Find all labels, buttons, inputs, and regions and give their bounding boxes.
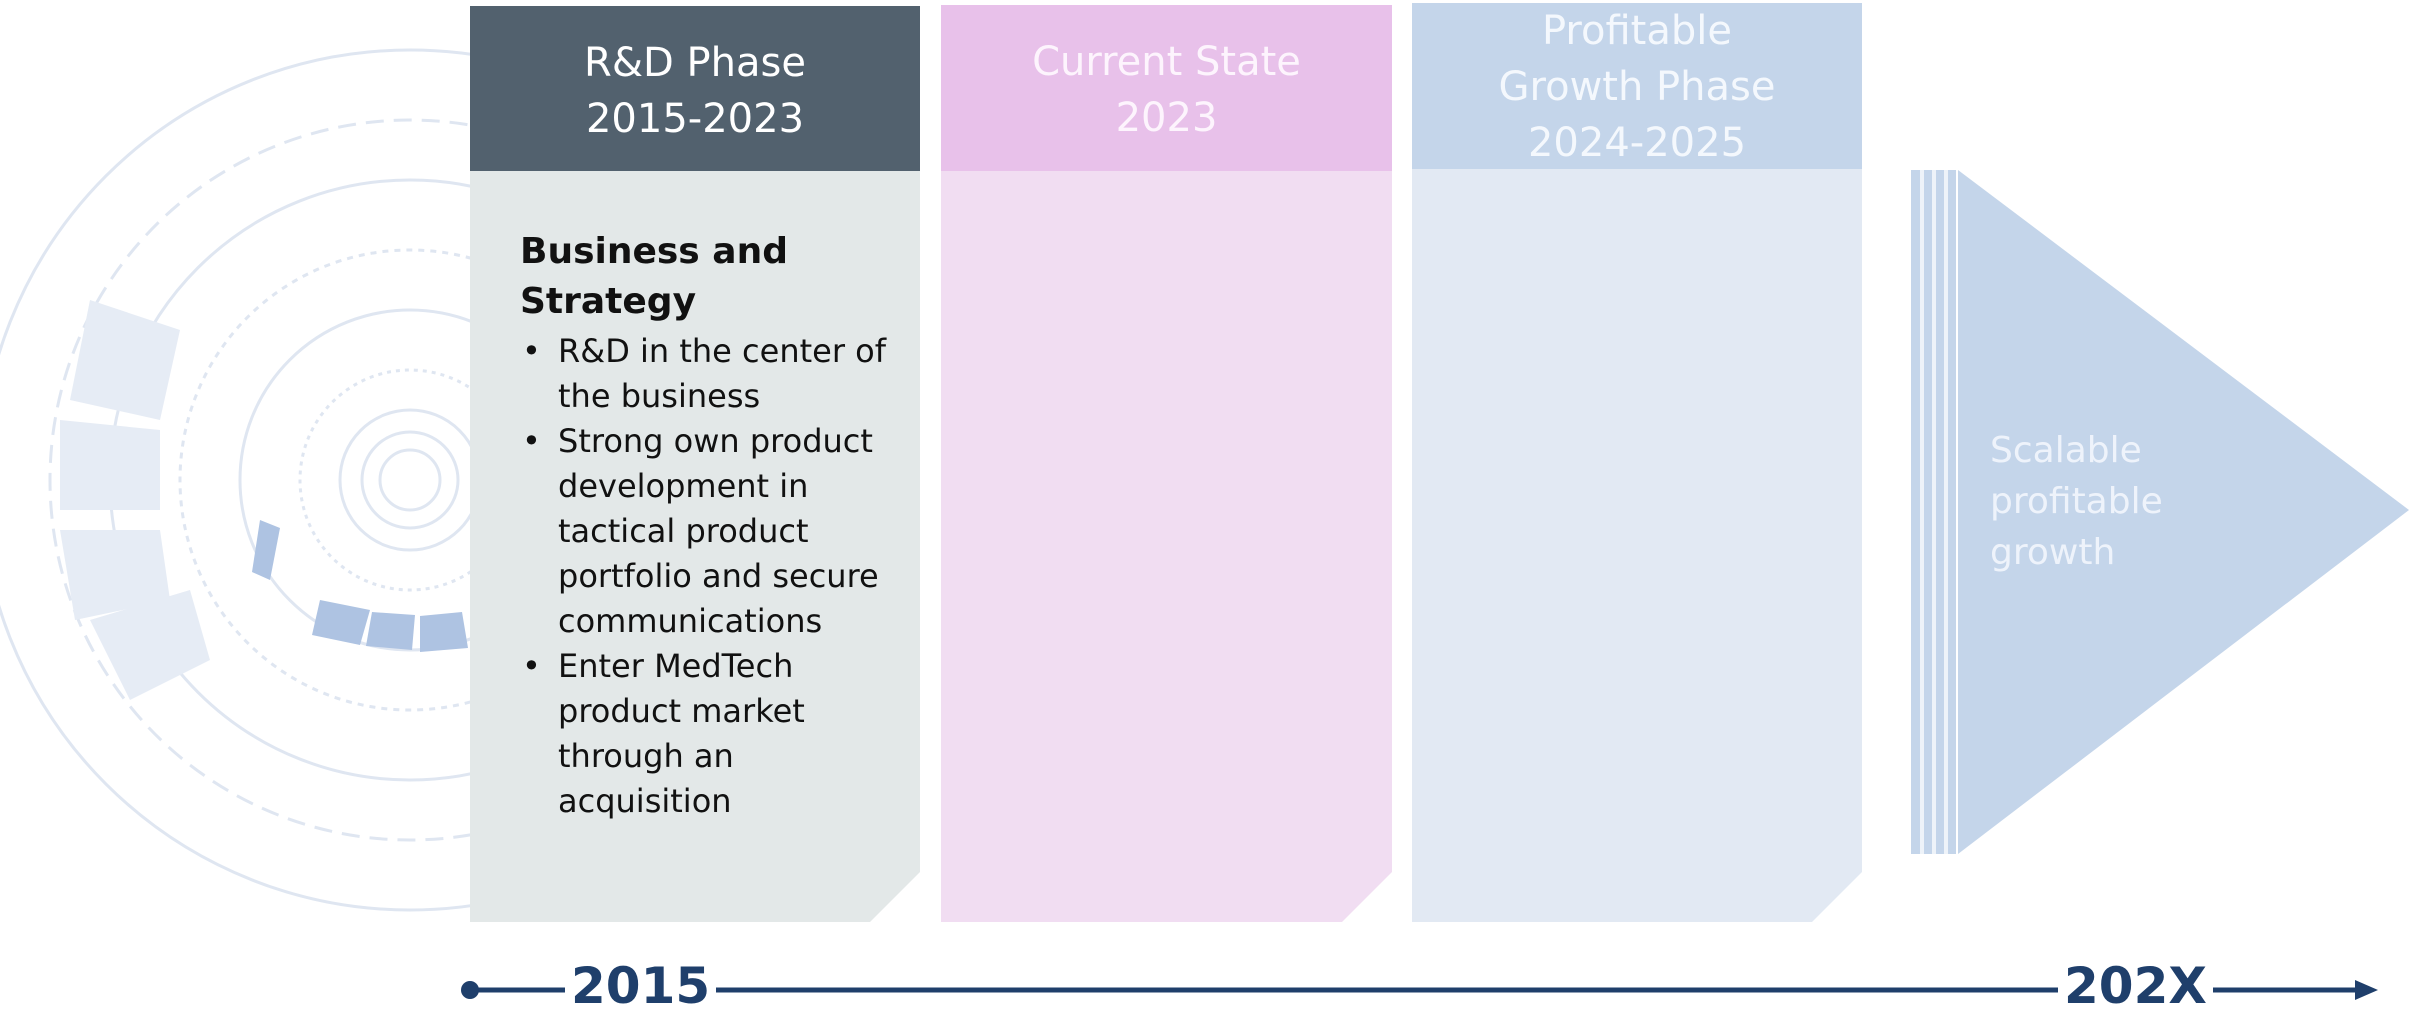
arrow-label-line-3: growth	[1990, 532, 2116, 573]
timeline-start-label: 2015	[565, 956, 717, 1016]
phase-profitable-growth-title-line-3: 2024-2025	[1527, 120, 1747, 166]
phase-rnd-title-line-2: 2015-2023	[585, 96, 805, 142]
phase-profitable-growth-title-line-2: Growth Phase	[1498, 64, 1776, 110]
phase-rnd-title-line-1: R&D Phase	[584, 40, 806, 86]
arrow-stripes	[1911, 170, 1956, 854]
bullet-list: • R&D in the center of the business • Stro…	[520, 329, 910, 824]
phase-rnd-body: Business and Strategy • R&D in the center…	[470, 171, 920, 922]
arrow-label: Scalable profitable growth	[1990, 425, 2163, 578]
phase-current-state-title-line-2: 2023	[1115, 95, 1218, 141]
phase-current-state-title-line-1: Current State	[1032, 39, 1301, 85]
bullet-item: • Enter MedTech product market through an…	[520, 644, 910, 824]
timeline-end-label: 202X	[2058, 956, 2213, 1016]
arrow-head	[1958, 170, 2409, 854]
timeline-start-dot	[461, 981, 479, 999]
arrow-label-line-2: profitable	[1990, 481, 2163, 522]
phase-profitable-growth-body	[1412, 169, 1862, 922]
phase-rnd-content: Business and Strategy • R&D in the center…	[520, 227, 910, 824]
phase-current-state-body	[941, 171, 1392, 922]
bullet-item: • R&D in the center of the business	[520, 329, 910, 419]
timeline-arrowhead	[2355, 980, 2378, 1000]
phase-current-state-header: Current State 2023	[941, 5, 1392, 175]
bullet-text: Strong own product development in tactic…	[558, 422, 879, 640]
bullet-icon: •	[522, 332, 541, 370]
phase-profitable-growth-header: Profitable Growth Phase 2024-2025	[1412, 3, 1862, 169]
bullet-text: Enter MedTech product market through an …	[558, 647, 805, 820]
phase-profitable-growth: Profitable Growth Phase 2024-2025	[1412, 0, 1862, 922]
bullet-icon: •	[522, 422, 541, 460]
bullet-text: R&D in the center of the business	[558, 332, 886, 415]
phase-rnd-header: R&D Phase 2015-2023	[470, 6, 920, 176]
bullet-item: • Strong own product development in tacti…	[520, 419, 910, 644]
arrow-label-line-1: Scalable	[1990, 430, 2142, 471]
bullet-icon: •	[522, 647, 541, 685]
phase-profitable-growth-title-line-1: Profitable	[1542, 8, 1732, 54]
section-heading: Business and Strategy	[520, 231, 788, 322]
phase-current-state: Current State 2023	[941, 0, 1392, 922]
phase-rnd: R&D Phase 2015-2023 Business and Strateg…	[470, 0, 920, 922]
